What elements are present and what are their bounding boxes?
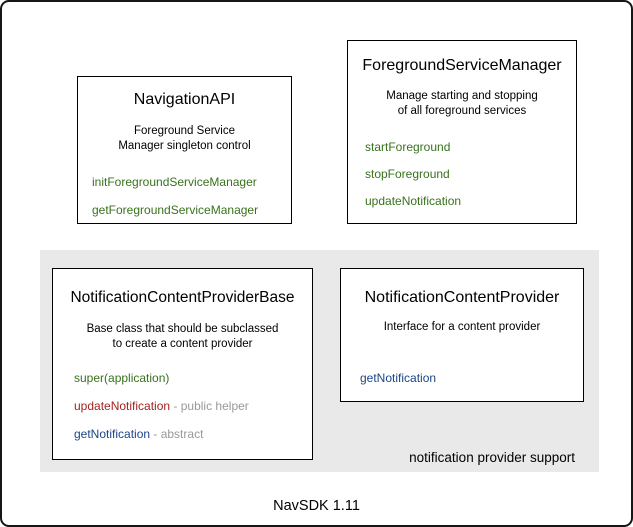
description-line: of all foreground services (397, 105, 527, 117)
method-list-foreground-service-manager: startForeground stopForeground updateNot… (348, 140, 576, 208)
class-title-foreground-service-manager: ForegroundServiceManager (362, 57, 562, 74)
method-list-notification-content-provider-base: super(application) updateNotification - … (53, 371, 312, 441)
method-list-navigation-api: initForegroundServiceManager getForegrou… (78, 175, 291, 217)
description-line: Manage starting and stopping (386, 90, 538, 102)
class-title-notification-content-provider: NotificationContentProvider (364, 289, 560, 306)
panel-label: notification provider support (409, 450, 575, 465)
method-start-foreground: startForeground (365, 140, 451, 154)
class-description-notification-content-provider: Interface for a content provider (341, 320, 583, 335)
method-name: updateNotification (74, 399, 171, 413)
description-line: Foreground Service (134, 125, 235, 137)
description-line: to create a content provider (112, 338, 253, 350)
method-name: getNotification (74, 427, 151, 441)
method-annotation: - public helper (170, 399, 249, 413)
method-super-application: super(application) (74, 371, 312, 385)
method-name: super(application) (74, 371, 170, 385)
method-init-foreground-service-manager: initForegroundServiceManager (92, 175, 257, 189)
method-get-notification: getNotification (360, 371, 437, 385)
method-stop-foreground: stopForeground (365, 167, 450, 181)
class-description-navigation-api: Foreground Service Manager singleton con… (78, 124, 291, 154)
method-list-notification-content-provider: getNotification (341, 371, 583, 385)
method-get-notification: getNotification - abstract (74, 427, 312, 441)
class-box-foreground-service-manager: ForegroundServiceManager Manage starting… (347, 40, 577, 224)
class-box-notification-content-provider: NotificationContentProvider Interface fo… (340, 268, 584, 402)
description-line: Base class that should be subclassed (86, 323, 279, 335)
class-title-notification-content-provider-base: NotificationContentProviderBase (70, 289, 295, 306)
class-description-notification-content-provider-base: Base class that should be subclassed to … (53, 322, 312, 352)
diagram-caption: NavSDK 1.11 (273, 498, 360, 514)
description-line: Interface for a content provider (383, 321, 541, 333)
class-box-notification-content-provider-base: NotificationContentProviderBase Base cla… (52, 268, 313, 460)
method-update-notification: updateNotification - public helper (74, 399, 312, 413)
class-title-navigation-api: NavigationAPI (133, 91, 236, 108)
class-box-navigation-api: NavigationAPI Foreground Service Manager… (77, 76, 292, 224)
method-get-foreground-service-manager: getForegroundServiceManager (92, 203, 259, 217)
description-line: Manager singleton control (118, 140, 251, 152)
class-description-foreground-service-manager: Manage starting and stopping of all fore… (348, 89, 576, 119)
method-annotation: - abstract (150, 427, 204, 441)
method-update-notification: updateNotification (365, 194, 462, 208)
